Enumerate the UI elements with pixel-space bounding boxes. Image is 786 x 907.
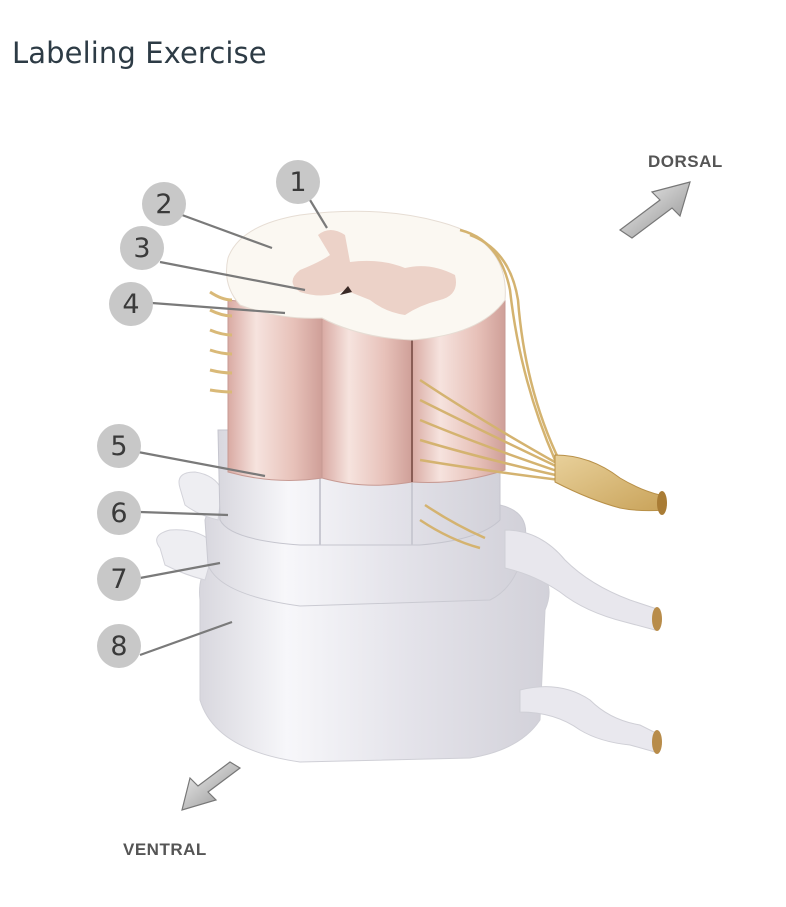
spinal-cord-columns (227, 299, 506, 486)
dorsal-root-ganglion (554, 454, 666, 512)
callout-1[interactable]: 1 (276, 160, 320, 204)
leader-lines (137, 199, 328, 657)
callout-2[interactable]: 2 (142, 182, 186, 226)
dorsal-label: DORSAL (648, 152, 723, 171)
ventral-rootlets (209, 290, 233, 394)
dorsal-root (419, 228, 562, 550)
callout-8[interactable]: 8 (97, 624, 141, 668)
callout-7[interactable]: 7 (97, 557, 141, 601)
ventral-label: VENTRAL (123, 840, 207, 859)
callout-5[interactable]: 5 (97, 424, 141, 468)
dorsal-arrow-icon (618, 181, 691, 239)
page-title: Labeling Exercise (12, 36, 267, 70)
callout-6[interactable]: 6 (97, 491, 141, 535)
cross-section (226, 210, 506, 341)
callout-4[interactable]: 4 (109, 282, 153, 326)
grey-matter (292, 230, 456, 315)
callout-3[interactable]: 3 (120, 226, 164, 270)
ventral-arrow-icon (181, 761, 242, 811)
